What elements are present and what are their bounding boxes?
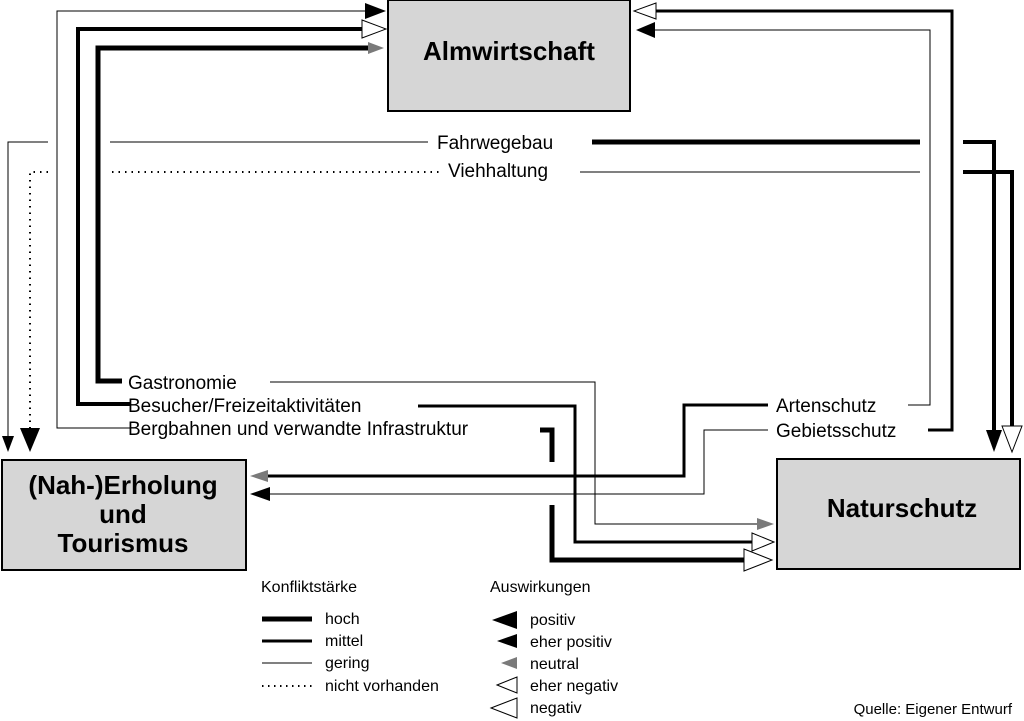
legend-auswirkungen-item: eher positiv bbox=[530, 634, 612, 651]
legend-auswirkungen-item: positiv bbox=[530, 612, 575, 629]
label-bergbahnen: Bergbahnen und verwandte Infrastruktur bbox=[128, 419, 469, 440]
fahrwegebau-link bbox=[2, 139, 1002, 452]
naturschutz-box bbox=[776, 458, 1021, 570]
erholung-title-line3: Tourismus bbox=[58, 528, 189, 558]
legend-konflikt-title: Konfliktstärke bbox=[261, 579, 357, 596]
legend-arrow-eher-positiv bbox=[497, 634, 517, 648]
legend-arrow-neutral bbox=[501, 657, 517, 669]
legend-auswirkungen-title: Auswirkungen bbox=[490, 579, 591, 596]
legend-konflikt-item: mittel bbox=[325, 633, 363, 650]
label-viehhaltung: Viehhaltung bbox=[448, 161, 548, 182]
arrow-besucher-to-naturschutz bbox=[418, 404, 776, 552]
label-besucher: Besucher/Freizeitaktivitäten bbox=[128, 396, 361, 417]
legend-auswirkungen-item: negativ bbox=[530, 700, 582, 717]
arrow-gebietsschutz-to-almwirtschaft bbox=[632, 2, 954, 432]
legend-konflikt-item: nicht vorhanden bbox=[325, 678, 439, 695]
arrow-besucher-to-almwirtschaft bbox=[76, 19, 388, 406]
arrow-bergbahnen-to-naturschutz bbox=[540, 427, 774, 572]
legend-arrow-eher-negativ bbox=[495, 676, 518, 694]
arrow-gebietsschutz-to-erholung bbox=[250, 429, 768, 501]
label-artenschutz: Artenschutz bbox=[776, 396, 876, 417]
almwirtschaft-box bbox=[387, 0, 631, 112]
almwirtschaft-title: Almwirtschaft bbox=[423, 36, 595, 66]
legend-konflikt-item: hoch bbox=[325, 611, 360, 628]
legend-konflikt-item: gering bbox=[325, 655, 369, 672]
erholung-box bbox=[1, 459, 247, 571]
label-gastronomie: Gastronomie bbox=[128, 373, 237, 394]
viehhaltung-link bbox=[20, 170, 1023, 454]
legend-arrow-positiv bbox=[492, 611, 517, 629]
label-gebietsschutz: Gebietsschutz bbox=[776, 421, 896, 442]
erholung-title-line1: (Nah-)Erholung bbox=[28, 470, 217, 500]
arrow-bergbahnen-to-almwirtschaft bbox=[56, 3, 386, 429]
arrow-artenschutz-to-almwirtschaft bbox=[636, 22, 931, 406]
erholung-title-line2: und bbox=[99, 499, 147, 529]
arrow-artenschutz-to-erholung bbox=[250, 403, 768, 482]
label-fahrwegebau: Fahrwegebau bbox=[437, 133, 553, 154]
legend-auswirkungen-item: neutral bbox=[530, 656, 579, 673]
arrow-gastronomie-to-almwirtschaft bbox=[95, 42, 384, 384]
naturschutz-title: Naturschutz bbox=[827, 493, 977, 523]
legend-arrow-negativ bbox=[489, 697, 518, 719]
arrow-gastronomie-to-naturschutz bbox=[270, 381, 774, 530]
legend-auswirkungen-item: eher negativ bbox=[530, 678, 618, 695]
source-note: Quelle: Eigener Entwurf bbox=[854, 701, 1013, 718]
